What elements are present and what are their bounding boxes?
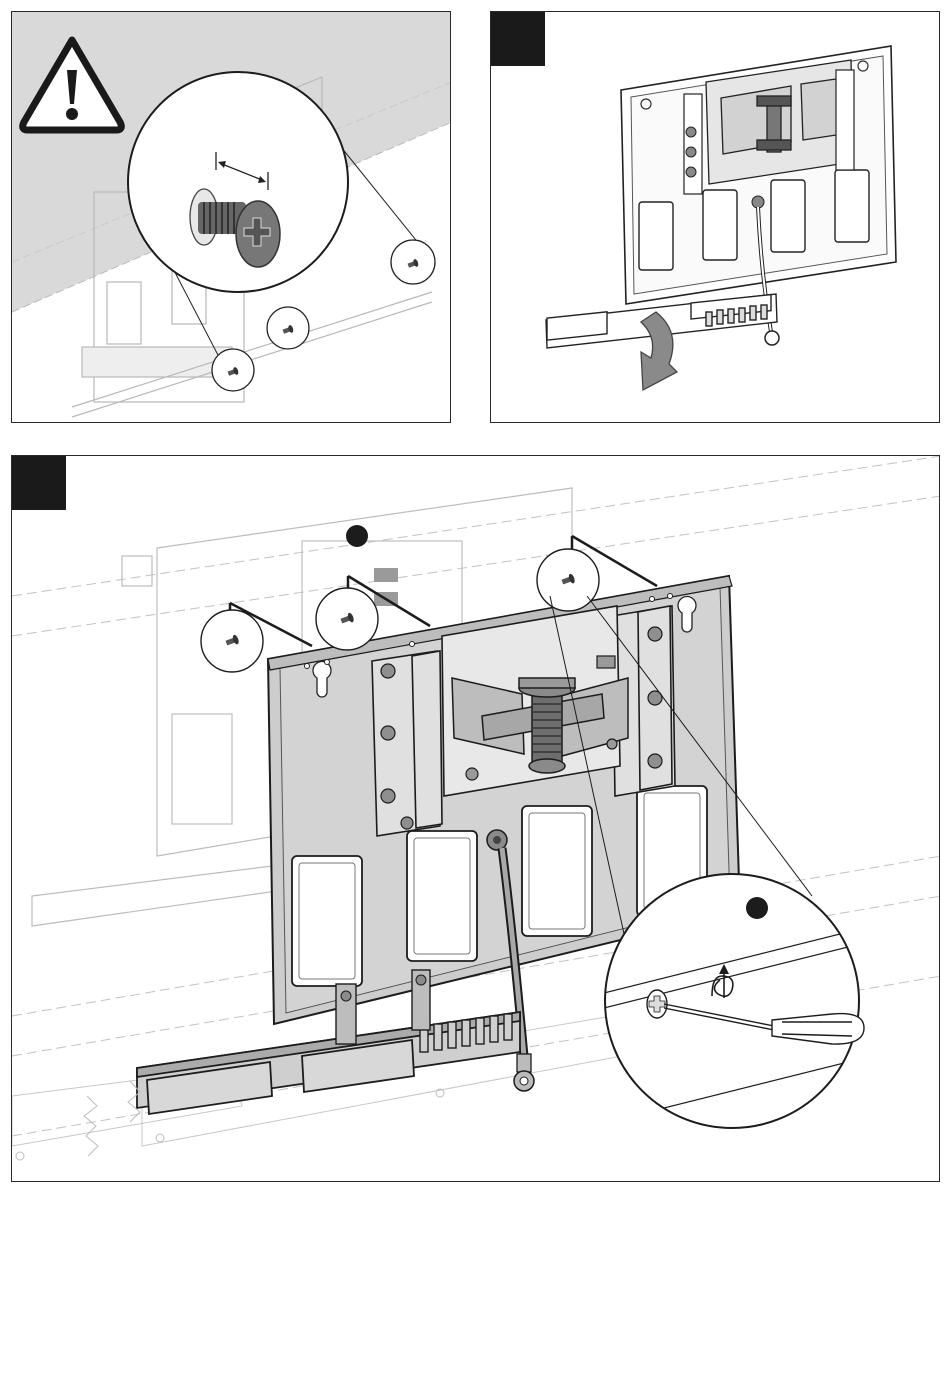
warning-screw-panel	[11, 11, 451, 423]
bracket-illustration-b	[12, 456, 940, 1182]
screw-callout-1	[391, 240, 435, 284]
step-panel-a	[490, 11, 940, 423]
tv-back-illustration	[12, 12, 451, 423]
step-panel-b	[11, 455, 940, 1182]
screw-callout-3	[212, 349, 254, 391]
ground-cable-lug	[514, 1054, 534, 1091]
marker-dot	[346, 525, 368, 547]
bracket-illustration-a	[491, 12, 940, 423]
screw-callout-2	[267, 307, 309, 349]
screw-zoom-circle	[128, 72, 348, 292]
